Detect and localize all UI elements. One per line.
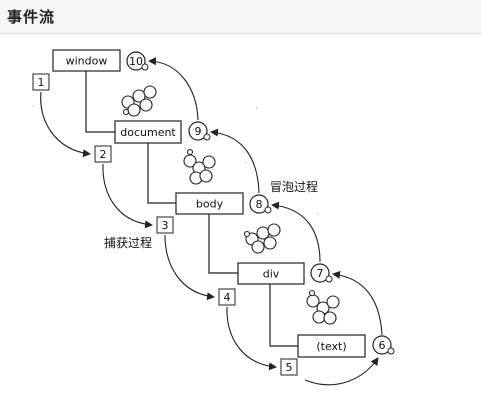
page-header: 事件流 bbox=[0, 0, 481, 34]
capture-step-1: 1 bbox=[32, 73, 50, 91]
node-window-label: window bbox=[66, 55, 108, 68]
event-blob-2 bbox=[183, 148, 216, 185]
bubble-step-6: 6 bbox=[372, 335, 395, 355]
node-body: body bbox=[175, 192, 244, 215]
svg-text:9: 9 bbox=[195, 125, 202, 138]
bubble-arrows bbox=[148, 57, 383, 386]
event-blob-3 bbox=[243, 223, 281, 254]
bubble-step-8: 8 bbox=[249, 194, 272, 214]
bubble-step-7: 7 bbox=[310, 263, 333, 283]
capture-step-4: 4 bbox=[218, 288, 236, 306]
node-text: (text) bbox=[297, 334, 366, 358]
svg-text:4: 4 bbox=[224, 291, 231, 304]
event-blob-1 bbox=[121, 85, 157, 117]
capture-step-5: 5 bbox=[280, 358, 298, 376]
svg-text:5: 5 bbox=[286, 361, 293, 374]
node-div-label: div bbox=[263, 268, 280, 281]
node-window: window bbox=[52, 49, 121, 72]
bubble-step-10: 10 bbox=[126, 51, 149, 71]
node-div: div bbox=[237, 262, 305, 285]
node-body-label: body bbox=[196, 198, 224, 211]
bubble-step-9: 9 bbox=[188, 121, 211, 141]
node-document-label: document bbox=[120, 126, 176, 139]
svg-text:8: 8 bbox=[256, 198, 263, 211]
bubble-phase-label: 冒泡过程 bbox=[270, 179, 318, 194]
svg-text:7: 7 bbox=[317, 267, 324, 280]
node-document: document bbox=[114, 120, 182, 144]
event-blob-4 bbox=[306, 289, 340, 325]
capture-step-2: 2 bbox=[94, 145, 112, 163]
svg-text:6: 6 bbox=[379, 339, 386, 352]
capture-step-3: 3 bbox=[156, 216, 174, 234]
page-title: 事件流 bbox=[7, 8, 56, 26]
svg-text:10: 10 bbox=[129, 55, 143, 68]
svg-text:1: 1 bbox=[38, 76, 45, 89]
capture-phase-label: 捕获过程 bbox=[104, 235, 152, 250]
node-text-label: (text) bbox=[316, 340, 346, 353]
svg-text:3: 3 bbox=[162, 219, 169, 232]
capture-arrows bbox=[40, 91, 277, 371]
svg-text:2: 2 bbox=[100, 148, 107, 161]
tree-connectors bbox=[85, 71, 298, 347]
